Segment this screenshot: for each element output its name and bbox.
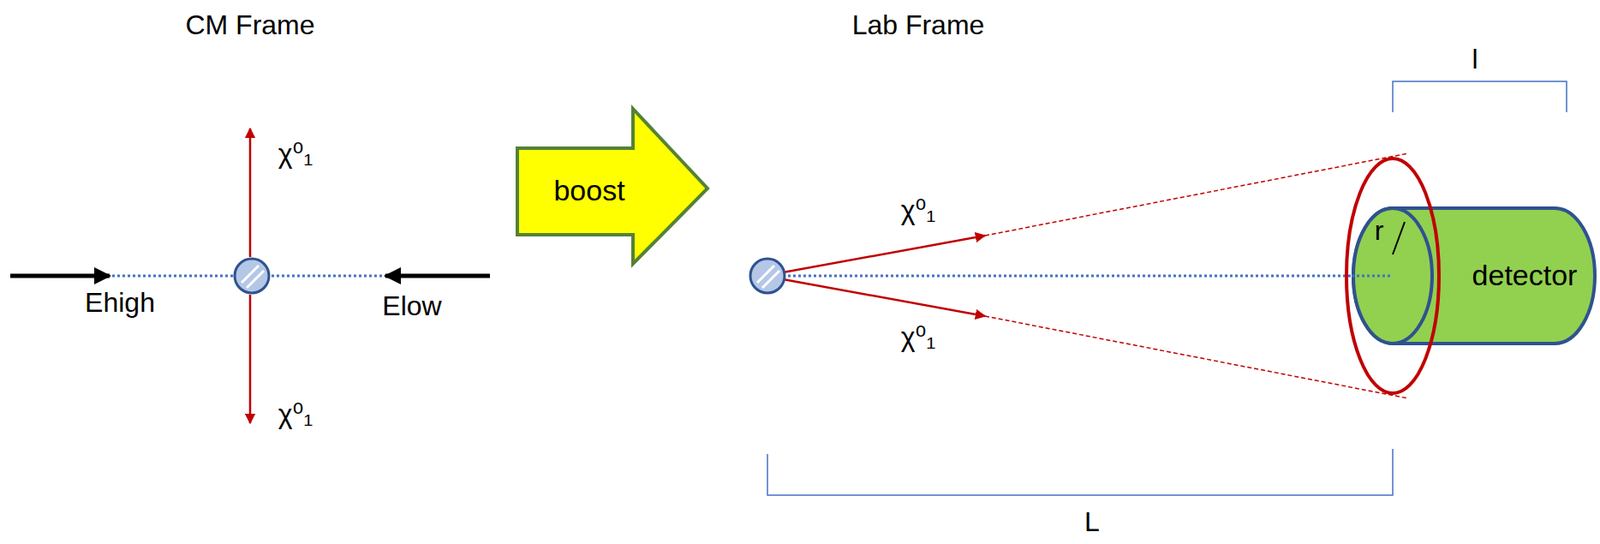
- dimension-label: l: [1471, 44, 1478, 75]
- particle-label: χ⁰₁: [901, 322, 936, 353]
- node-text: boost: [553, 174, 625, 207]
- particle-label: χ⁰₁: [278, 138, 313, 169]
- dimension-label: L: [1084, 507, 1100, 538]
- trajectory-extension: [985, 153, 1409, 236]
- length-bracket: [1392, 81, 1567, 113]
- node-text: detector: [1472, 259, 1578, 292]
- trajectory-extension: [985, 316, 1409, 399]
- beam-arrow: [10, 274, 110, 279]
- collision-point: [750, 258, 785, 293]
- particle-label: χ⁰₁: [901, 195, 936, 226]
- dimension-label: r: [1374, 215, 1385, 246]
- boost-arrow: boost: [515, 107, 710, 266]
- collision-hatch: [246, 270, 264, 288]
- distance-bracket: [767, 448, 1393, 496]
- beam-energy: Elow: [382, 291, 442, 322]
- beam-axis: [767, 274, 1393, 278]
- beam-axis: [1351, 274, 1393, 278]
- neutralino-arrow: [249, 128, 252, 257]
- frame-title: Lab Frame: [852, 10, 986, 41]
- frame-title: CM Frame: [185, 10, 315, 41]
- neutralino-arrow: [249, 294, 252, 424]
- particle-label: χ⁰₁: [278, 399, 313, 430]
- detector-cylinder: detector: [1351, 206, 1597, 346]
- acceptance-ring: [1346, 158, 1439, 394]
- beam-arrow: [385, 274, 490, 279]
- neutralino-arrow: [782, 235, 986, 273]
- arrow-outline: [517, 108, 708, 264]
- collision-hatch: [762, 270, 780, 288]
- collision-point: [234, 258, 269, 293]
- beam-energy: Ehigh: [84, 287, 156, 318]
- neutralino-arrow: [782, 279, 986, 317]
- radius-mark: [1392, 221, 1405, 255]
